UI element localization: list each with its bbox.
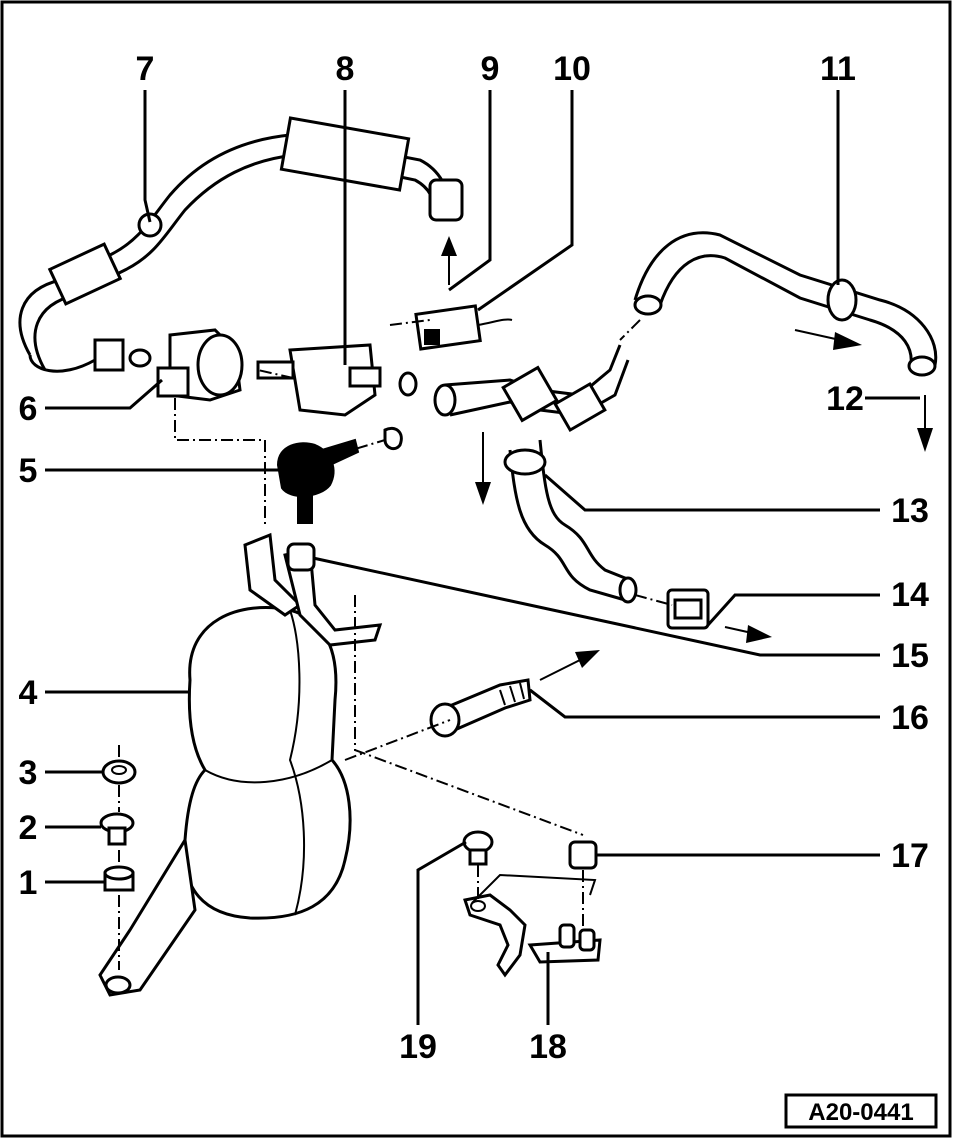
callout-5: 5 bbox=[19, 452, 38, 490]
hose-part-11 bbox=[633, 231, 938, 377]
arrow-right-icon bbox=[794, 329, 862, 350]
connector-part-10 bbox=[414, 304, 513, 351]
grommet-part-1 bbox=[103, 865, 135, 892]
arrow-up-right-icon bbox=[539, 650, 600, 681]
callout-7: 7 bbox=[136, 50, 155, 88]
valve-part-6 bbox=[93, 328, 244, 402]
callout-3: 3 bbox=[19, 754, 38, 792]
bracket-part-18 bbox=[463, 893, 602, 978]
callout-14: 14 bbox=[891, 576, 929, 614]
arrow-down-icon bbox=[917, 395, 933, 452]
check-valve-part-5 bbox=[276, 426, 403, 524]
callout-labels: 7 8 9 10 11 12 6 5 13 14 15 4 16 3 2 17 … bbox=[19, 50, 929, 1066]
leader-lines bbox=[45, 90, 920, 1025]
arrow-up-icon bbox=[441, 236, 457, 285]
hose-part-13 bbox=[433, 344, 638, 604]
callout-11: 11 bbox=[820, 50, 856, 88]
clamp-part-14 bbox=[666, 588, 710, 630]
nut-part-17 bbox=[568, 840, 598, 870]
callout-9: 9 bbox=[481, 50, 500, 88]
callout-6: 6 bbox=[19, 390, 38, 428]
bolt-part-19 bbox=[462, 830, 494, 866]
callout-4: 4 bbox=[19, 674, 38, 712]
callout-8: 8 bbox=[336, 50, 355, 88]
figure-reference-box: A20-0441 bbox=[784, 1093, 938, 1129]
nut-part-3 bbox=[101, 759, 137, 785]
bolt-part-16 bbox=[429, 678, 532, 738]
callout-18: 18 bbox=[529, 1028, 567, 1066]
canister-part-4 bbox=[98, 532, 383, 997]
arrow-down-icon bbox=[475, 432, 491, 505]
figure-reference: A20-0441 bbox=[808, 1099, 913, 1126]
assembly-lines bbox=[118, 319, 673, 970]
callout-19: 19 bbox=[399, 1028, 437, 1066]
callout-12: 12 bbox=[826, 380, 864, 418]
vent-hose-part-7 bbox=[18, 116, 464, 373]
arrow-right-icon bbox=[724, 625, 772, 643]
bushing-part-2 bbox=[99, 812, 135, 846]
callout-17: 17 bbox=[891, 837, 929, 875]
callout-13: 13 bbox=[891, 492, 929, 530]
callout-2: 2 bbox=[19, 809, 38, 847]
valve-part-8 bbox=[256, 343, 418, 417]
callout-10: 10 bbox=[553, 50, 591, 88]
callout-15: 15 bbox=[891, 637, 929, 675]
callout-16: 16 bbox=[891, 699, 929, 737]
callout-1: 1 bbox=[19, 864, 38, 902]
